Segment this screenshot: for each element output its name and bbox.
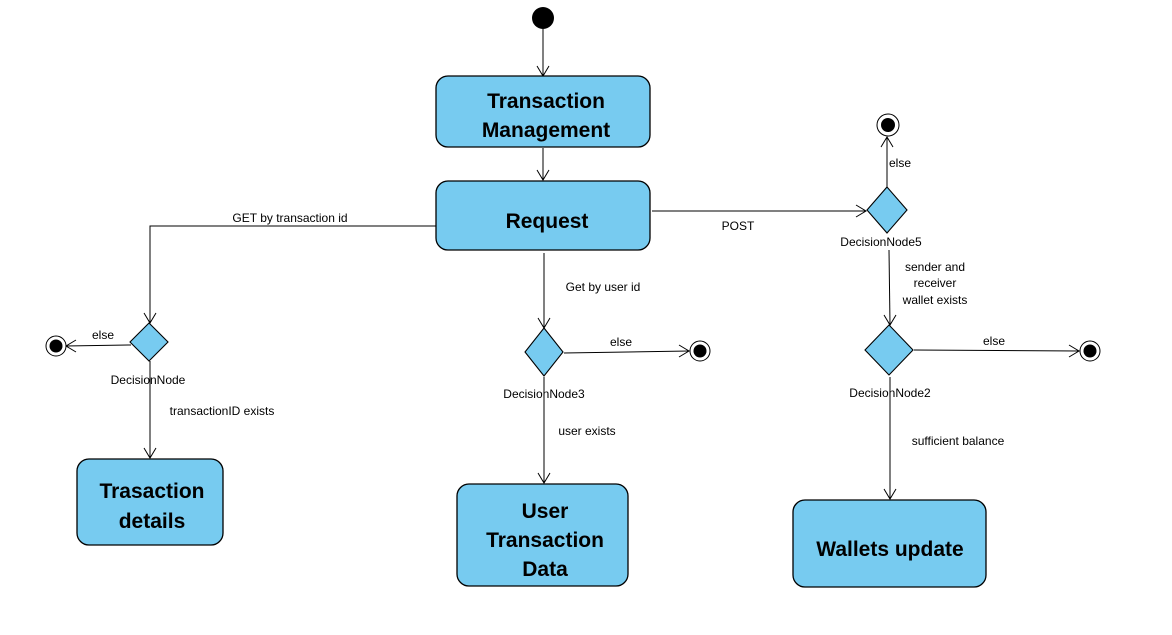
arrowhead [855, 204, 867, 218]
decision-node3 [524, 327, 564, 377]
edge-label-else: else [610, 335, 632, 349]
action-label-line: details [119, 510, 186, 533]
final-node-decision-node3 [689, 340, 711, 362]
action-transaction-management: Transaction Management [435, 75, 651, 148]
action-label-line: Transaction [487, 90, 605, 113]
arrowhead [678, 344, 690, 358]
edge-label-user-exists: user exists [558, 424, 615, 438]
arrowhead [883, 314, 897, 326]
decision-node5-label: DecisionNode5 [840, 235, 922, 249]
edge-label-transaction-id-exists: transactionID exists [170, 404, 275, 418]
edge-label-else: else [889, 156, 911, 170]
decision-node3-label: DecisionNode3 [503, 387, 585, 401]
edge-decision-node5-to-decision-node2 [888, 249, 891, 326]
arrowhead [536, 169, 550, 181]
edge-decision-node-else [65, 344, 132, 347]
action-request: Request [435, 180, 651, 251]
action-label-line: Wallets update [816, 538, 963, 561]
final-node-decision-node [45, 335, 67, 357]
arrowhead [143, 447, 157, 459]
edge-label-else: else [92, 328, 114, 342]
action-label-line: Data [522, 558, 568, 581]
decision-node5 [866, 186, 908, 234]
edge-label-get-by-transaction-id: GET by transaction id [232, 211, 347, 225]
action-label-line: Transaction [486, 529, 604, 552]
arrowhead [143, 312, 157, 324]
decision-node [129, 322, 169, 362]
action-label-line: User [522, 500, 569, 523]
action-label-line: Management [482, 119, 610, 142]
decision-node-label: DecisionNode [111, 373, 186, 387]
edges [65, 29, 1080, 500]
final-node-decision-node2 [1079, 340, 1101, 362]
decision-node2 [864, 324, 914, 376]
action-transaction-details: Trasaction details [76, 458, 224, 546]
action-label-line: Request [506, 210, 589, 233]
arrowhead [1068, 344, 1080, 358]
edge-decision-node3-else [563, 350, 690, 354]
arrowhead [880, 136, 894, 148]
final-node-decision-node5 [876, 113, 900, 137]
decision-node2-label: DecisionNode2 [849, 386, 931, 400]
action-user-transaction-data: User Transaction Data [456, 483, 629, 587]
edge-label-sender-receiver-line: wallet exists [902, 293, 968, 307]
arrowhead [883, 488, 897, 500]
edge-label-sender-receiver-line: receiver [914, 276, 957, 290]
action-label-line: Trasaction [99, 480, 204, 503]
edge-decision-node2-else [913, 349, 1080, 352]
edge-label-get-by-user-id: Get by user id [566, 280, 641, 294]
initial-node [532, 7, 554, 29]
edge-label-else: else [983, 334, 1005, 348]
edge-request-to-decision-node [149, 225, 436, 323]
edge-label-sufficient-balance: sufficient balance [912, 434, 1005, 448]
edge-label-sender-receiver-line: sender and [905, 260, 965, 274]
arrowhead [537, 472, 551, 484]
edge-label-post: POST [722, 219, 755, 233]
action-wallets-update: Wallets update [792, 499, 987, 588]
